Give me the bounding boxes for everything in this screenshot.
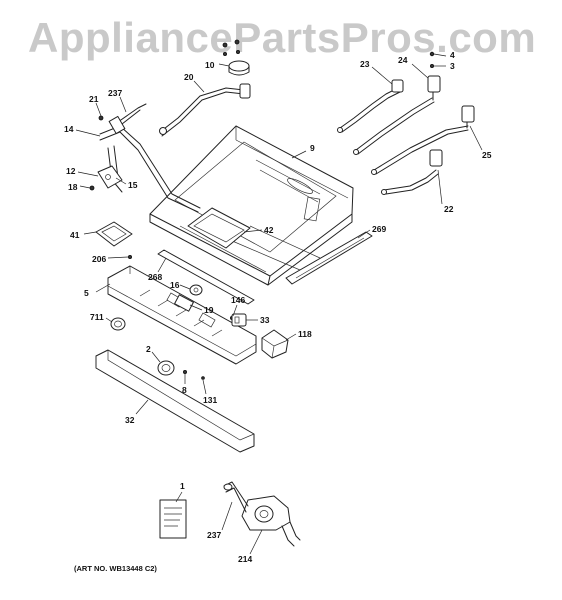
callout-5: 5 <box>84 288 89 298</box>
leader-lines <box>75 53 483 555</box>
screw-part-131[interactable] <box>201 376 205 380</box>
callout-237-lower: 237 <box>207 530 221 540</box>
pressure-regulator-part-214[interactable] <box>241 495 301 547</box>
gas-tube-part-20[interactable] <box>159 83 251 137</box>
callout-22: 22 <box>444 204 454 214</box>
callout-269: 269 <box>372 224 386 234</box>
screw-part-18[interactable] <box>89 185 95 191</box>
callout-12: 12 <box>66 166 76 176</box>
callout-19: 19 <box>204 305 214 315</box>
screw-part-3[interactable] <box>429 64 434 69</box>
orifice-holder-part-10[interactable] <box>222 39 250 76</box>
burner-tube-part-22[interactable] <box>381 149 443 195</box>
burner-box-part-9[interactable] <box>149 125 354 286</box>
burner-grate-part-42[interactable] <box>187 207 251 249</box>
spark-switch-part-16[interactable] <box>189 284 203 296</box>
callout-14: 14 <box>64 124 74 134</box>
callout-214: 214 <box>238 554 252 564</box>
insulation-pad-part-41[interactable] <box>95 221 133 247</box>
side-rail-part-269[interactable] <box>285 231 373 285</box>
callout-18: 18 <box>68 182 78 192</box>
callout-1: 1 <box>180 481 185 491</box>
callout-20: 20 <box>184 72 194 82</box>
callout-2: 2 <box>146 344 151 354</box>
burner-tube-part-24[interactable] <box>353 75 441 155</box>
pipe-nipple-part-237[interactable] <box>223 481 249 513</box>
callout-206: 206 <box>92 254 106 264</box>
callout-21: 21 <box>89 94 99 104</box>
art-number: (ART NO. WB13448 C2) <box>74 564 157 573</box>
callout-268: 268 <box>148 272 162 282</box>
callout-32: 32 <box>125 415 135 425</box>
manifold-pipe-part-14[interactable] <box>99 103 201 213</box>
front-rail-part-268[interactable] <box>157 249 255 305</box>
callout-10: 10 <box>205 60 215 70</box>
spark-module-part-118[interactable] <box>261 329 289 359</box>
callout-25: 25 <box>482 150 492 160</box>
screw-part-206[interactable] <box>127 254 132 259</box>
trim-strip-part-32[interactable] <box>95 349 255 453</box>
screw-icon <box>222 52 227 57</box>
callout-23: 23 <box>360 59 370 69</box>
screw-part-4[interactable] <box>429 51 435 57</box>
callout-146: 146 <box>231 295 245 305</box>
callout-24: 24 <box>398 55 408 65</box>
callout-4: 4 <box>450 50 455 60</box>
callout-118: 118 <box>298 329 312 339</box>
knob-part-2[interactable] <box>157 360 175 376</box>
terminal-block-part-33[interactable] <box>231 313 247 327</box>
callout-3: 3 <box>450 61 455 71</box>
callout-33: 33 <box>260 315 270 325</box>
knob-part-711[interactable] <box>110 317 126 331</box>
screw-part-8[interactable] <box>182 369 187 374</box>
screw-icon <box>222 42 228 48</box>
callout-237-upper: 237 <box>108 88 122 98</box>
callout-16: 16 <box>170 280 180 290</box>
callout-131: 131 <box>203 395 217 405</box>
switch-bracket-part-19[interactable] <box>174 294 194 312</box>
callout-8: 8 <box>182 385 187 395</box>
watermark-text: AppliancePartsPros.com <box>28 14 537 61</box>
valve-bracket-part-15[interactable] <box>97 165 123 189</box>
callout-711: 711 <box>90 312 104 322</box>
screw-icon <box>234 39 240 45</box>
screw-icon <box>235 50 240 55</box>
callout-42: 42 <box>264 225 274 235</box>
callout-9: 9 <box>310 143 315 153</box>
burner-tube-part-25[interactable] <box>371 105 475 175</box>
burner-tube-part-23[interactable] <box>337 79 404 133</box>
owners-manual-part-1[interactable] <box>159 499 187 539</box>
callout-15: 15 <box>128 180 138 190</box>
screw-part-21[interactable] <box>98 115 104 121</box>
callout-41: 41 <box>70 230 80 240</box>
